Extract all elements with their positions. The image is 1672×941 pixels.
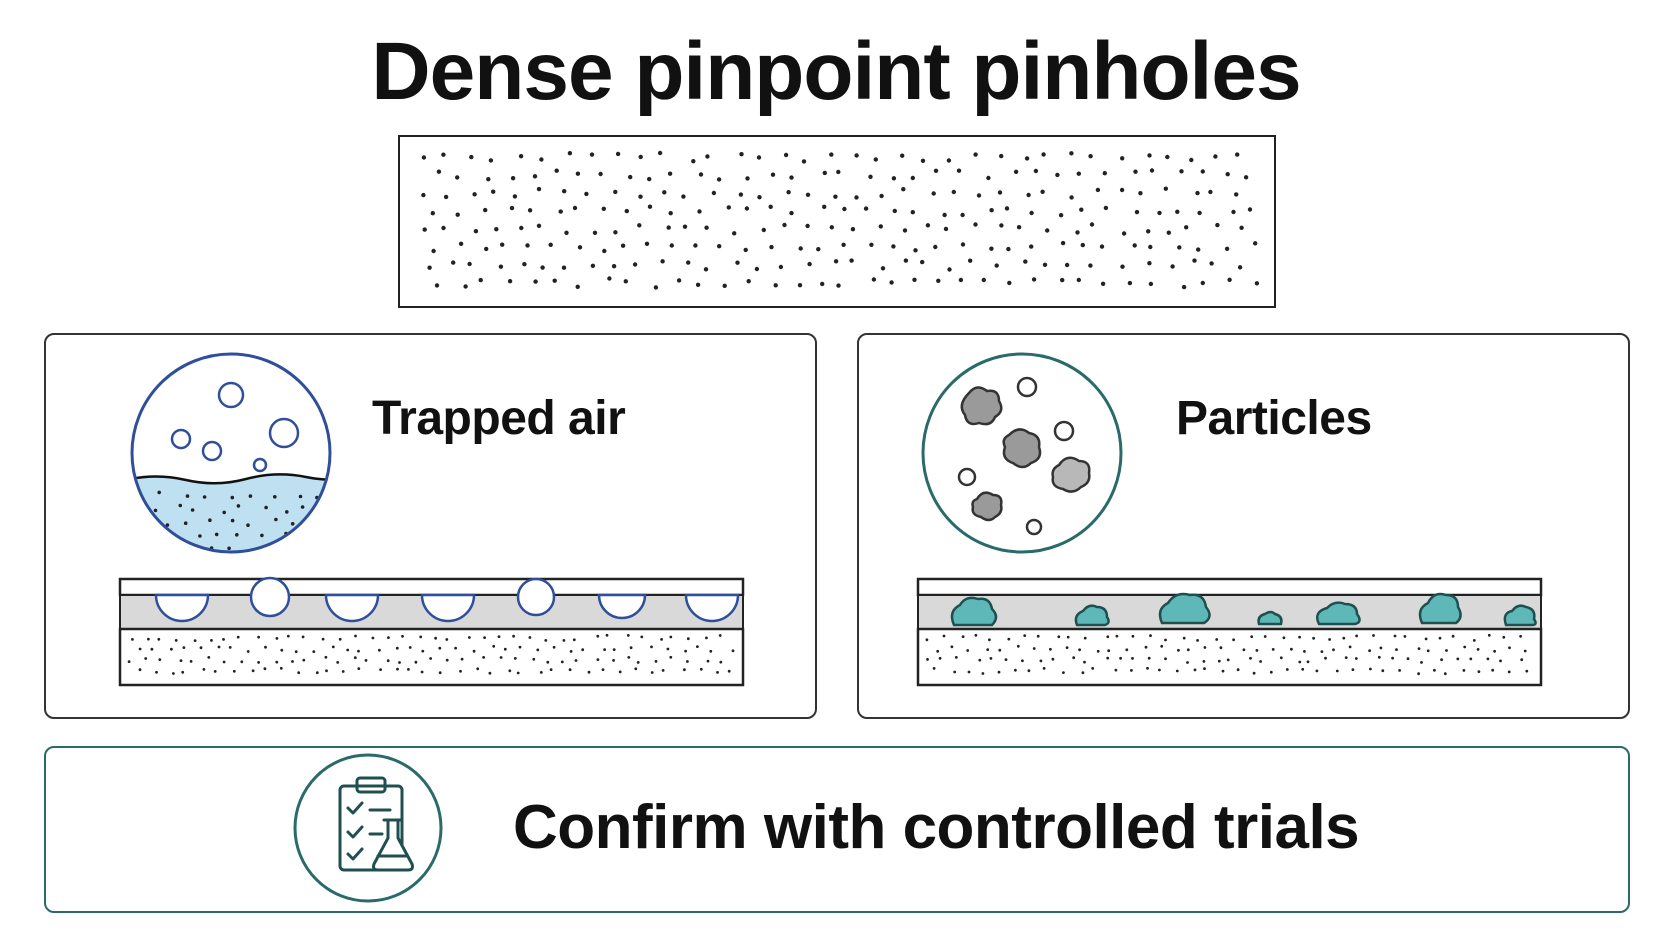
trapped-air-cross-section [118,576,745,687]
pinhole-dots [421,150,1260,290]
particles-icon [921,352,1123,554]
confirm-trials-label: Confirm with controlled trials [513,793,1360,862]
pinhole-sample-strip [398,135,1276,308]
clipboard-flask-icon [293,753,443,903]
bubbles-icon [130,352,332,554]
trapped-air-illustration [118,352,745,687]
particles-label: Particles [1176,392,1372,445]
trapped-air-panel: Trapped air [44,333,817,719]
trapped-air-label: Trapped air [372,392,626,445]
particles-cross-section [916,577,1543,687]
confirm-trials-box: Confirm with controlled trials [44,746,1630,913]
particles-panel: Particles [857,333,1630,719]
particles-illustration [916,352,1543,687]
page-title: Dense pinpoint pinholes [371,26,1301,117]
